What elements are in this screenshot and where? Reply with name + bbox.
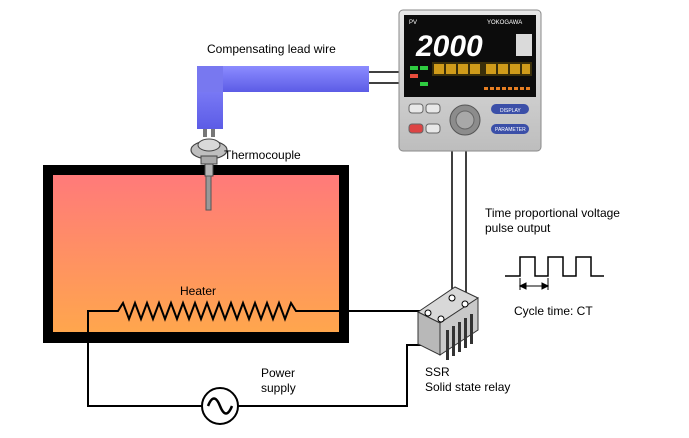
svg-text:PARAMETER: PARAMETER: [495, 127, 526, 133]
temperature-controller: PV YOKOGAWA 2000 DISPLAY PARAMETE: [398, 9, 542, 152]
power-supply-label-2: supply: [261, 381, 296, 395]
ssr-label: SSR: [425, 365, 450, 379]
ac-source-icon: [201, 387, 239, 425]
compensating-lead-wire-label: Compensating lead wire: [207, 42, 336, 56]
ssr-device: [417, 286, 480, 360]
ssr-full-label: Solid state relay: [425, 380, 511, 394]
key-b[interactable]: [425, 123, 441, 134]
thermocouple-icon: [190, 129, 228, 211]
pv-display: 2000: [415, 30, 483, 63]
key-up[interactable]: [408, 103, 424, 114]
key-a[interactable]: [425, 103, 441, 114]
parameter-button[interactable]: [491, 124, 529, 134]
brand-logo: YOKOGAWA: [487, 20, 522, 26]
pv-label: PV: [409, 20, 417, 26]
time-proportional-label-1: Time proportional voltage: [485, 206, 620, 220]
power-supply-label-1: Power: [261, 366, 296, 380]
furnace: [43, 165, 349, 343]
time-proportional-label-2: pulse output: [485, 221, 551, 235]
svg-text:DISPLAY: DISPLAY: [500, 108, 521, 114]
heater-coil: [87, 300, 316, 322]
thermocouple-label: Thermocouple: [224, 148, 301, 162]
cycle-time-arrow: [518, 278, 550, 290]
output-wires: [451, 150, 467, 296]
key-red[interactable]: [408, 123, 424, 134]
heater-label: Heater: [180, 284, 217, 298]
compensating-lead-wire: [197, 66, 400, 129]
cycle-time-label: Cycle time: CT: [514, 304, 593, 318]
pulse-waveform: [505, 256, 604, 277]
display-button[interactable]: [491, 104, 529, 114]
